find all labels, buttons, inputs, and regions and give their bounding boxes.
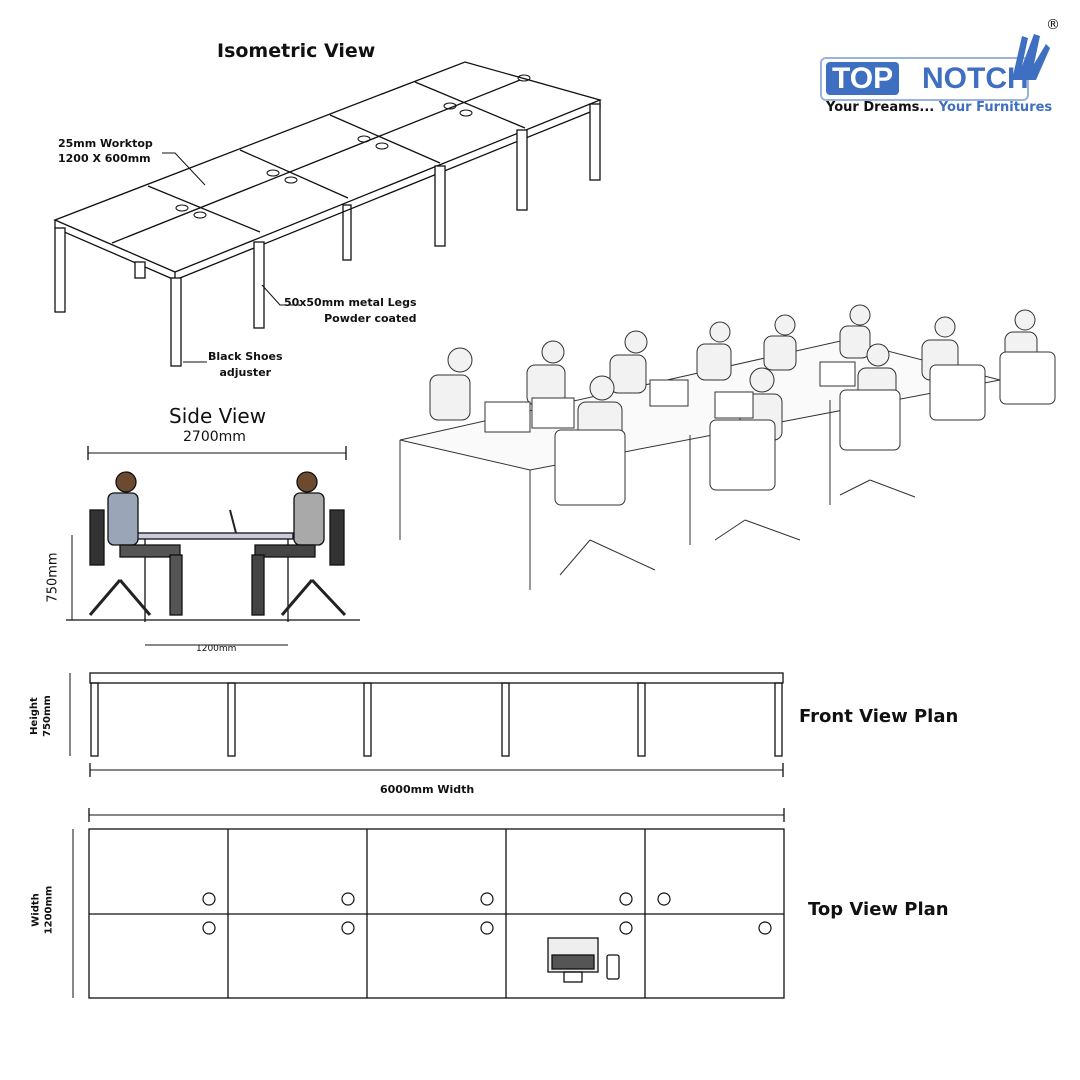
top-width-label-2: 1200mm [43,885,55,935]
shoes-callout: Black Shoes adjuster [208,349,283,381]
phone-icon [606,954,620,980]
top-view-title: Top View Plan [808,899,949,920]
legs-label-2: Powder coated [324,312,417,325]
tagline-part1: Your Dreams... [826,100,935,115]
legs-label-1: 50x50mm metal Legs [284,296,417,309]
worktop-label-2: 1200 X 600mm [58,152,151,165]
side-width-label: 2700mm [183,429,246,445]
person-left [88,471,183,616]
logo-wordmark: TOP NOTCH [820,57,1029,101]
grommet-holes [175,74,531,219]
shoes-label-1: Black Shoes [208,350,283,363]
top-view-drawing [72,808,785,999]
front-view-title: Front View Plan [799,706,959,727]
front-height-label-1: Height [28,697,40,735]
shoes-label-2: adjuster [219,366,272,379]
legs-callout: 50x50mm metal Legs Powder coated [284,295,417,327]
tagline: Your Dreams... Your Furnitures [826,100,1052,115]
logo-part-notch: NOTCH [922,62,1029,95]
side-view-title: Side View [169,404,267,428]
table-legs [54,103,601,367]
isometric-title: Isometric View [217,40,376,62]
worktop-label-1: 25mm Worktop [58,137,153,150]
grommet-holes [202,892,772,935]
registered-mark: ® [1046,17,1060,33]
worktop-callout: 25mm Worktop 1200 X 600mm [58,136,153,166]
person-right [229,471,347,617]
side-height-label: 750mm [45,552,61,603]
tagline-part2: Your Furnitures [938,100,1053,115]
front-view-drawing [69,672,784,777]
office-scene-illustration [399,304,1056,590]
front-width-label: 6000mm Width [380,783,475,796]
side-view-drawing [66,446,360,646]
laptop-icon [547,937,599,983]
side-depth-label: 1200mm [196,644,237,654]
front-height-label-2: 750mm [41,695,53,737]
isometric-table-drawing [53,61,603,367]
top-width-label: Width 1200mm [29,886,55,935]
front-height-label: Height 750mm [28,695,54,737]
logo-part-top: TOP [826,62,900,95]
top-width-label-1: Width [30,893,42,927]
